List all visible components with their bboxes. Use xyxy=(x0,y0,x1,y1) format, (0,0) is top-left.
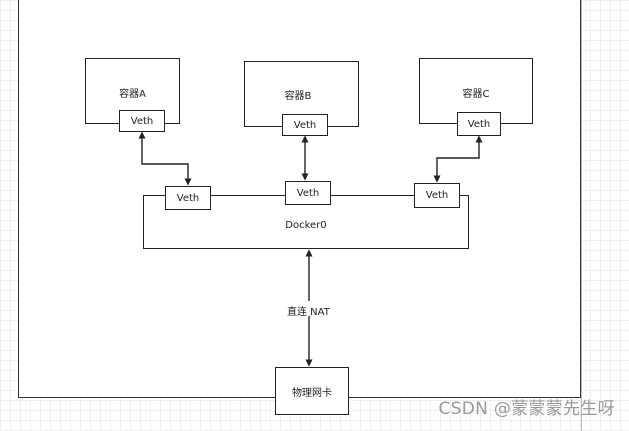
link-a xyxy=(138,131,192,186)
bridge-veth-2-label: Veth xyxy=(296,187,320,199)
docker0-label: Docker0 xyxy=(285,220,327,231)
link-c xyxy=(433,135,483,183)
container-b-label: 容器B xyxy=(284,91,312,102)
container-c-label: 容器C xyxy=(462,89,490,100)
container-b-box xyxy=(244,61,359,127)
watermark: CSDN @蒙蒙蒙先生呀 xyxy=(438,399,615,419)
physical-nic-label: 物理网卡 xyxy=(292,387,332,399)
bridge-veth-3-label: Veth xyxy=(425,190,449,201)
bridge-veth-1: Veth xyxy=(165,186,211,210)
bridge-veth-2: Veth xyxy=(285,181,331,205)
nat-label: 直连 NAT xyxy=(286,303,331,318)
bridge-veth-1-label: Veth xyxy=(176,192,200,204)
bridge-veth-3: Veth xyxy=(414,183,460,208)
container-a-veth-label: Veth xyxy=(130,115,154,127)
page-divider xyxy=(581,0,582,431)
container-c-veth-label: Veth xyxy=(467,118,491,130)
container-b-veth-label: Veth xyxy=(293,119,317,131)
physical-nic-box: 物理网卡 xyxy=(275,367,349,415)
container-a-label: 容器A xyxy=(119,89,146,100)
